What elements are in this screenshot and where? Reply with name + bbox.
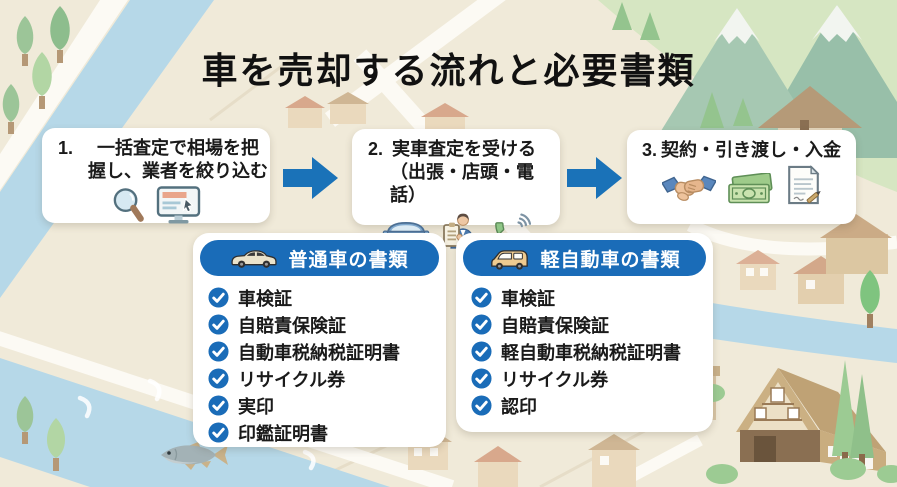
step-card-2: 2. 実車査定を受ける （出張・店頭・電話）: [352, 129, 560, 249]
check-icon: [471, 314, 492, 335]
list-item: 印鑑証明書: [208, 419, 439, 446]
kei-car-documents-card: 軽自動車の書類 車検証 自賠責保険証 軽自動車税納税証明書 リサイクル券 認印: [456, 233, 713, 432]
arrow-right-icon: [283, 157, 338, 199]
check-icon: [208, 314, 229, 335]
check-icon: [471, 368, 492, 389]
check-icon: [208, 368, 229, 389]
step-card-1: 1. 一括査定で相場を把 握し、業者を絞り込む: [42, 128, 270, 224]
tree-icon: [860, 270, 880, 328]
check-icon: [208, 422, 229, 443]
list-item: 認印: [471, 392, 706, 419]
document-item-label: 軽自動車税納税証明書: [501, 342, 681, 363]
step-1-number: 1.: [58, 138, 74, 158]
step-2-line1: 実車査定を受ける: [392, 139, 536, 159]
tree-icon: [32, 52, 52, 109]
regular-car-documents-header: 普通車の書類: [200, 240, 439, 276]
small-house-icon: [285, 96, 325, 128]
small-house-icon: [588, 434, 640, 487]
list-item: 車検証: [471, 284, 706, 311]
thatched-house-icon: [758, 86, 862, 132]
tree-icon: [50, 6, 70, 63]
list-item: 実印: [208, 392, 439, 419]
snow-cap-icon: [714, 8, 760, 44]
document-item-label: リサイクル券: [501, 369, 609, 390]
conifer-tree-icon: [612, 2, 753, 128]
check-icon: [471, 287, 492, 308]
document-item-label: 認印: [501, 396, 537, 417]
small-house-icon: [327, 92, 369, 124]
round-trees: [2, 6, 880, 471]
list-item: 自動車税納税証明書: [208, 338, 439, 365]
step-1-line2: 握し、業者を絞り込む: [88, 161, 268, 181]
step-3-line1: 契約・引き渡し・入金: [661, 140, 841, 160]
step-2-number: 2.: [368, 139, 384, 159]
check-icon: [471, 395, 492, 416]
river-right: [700, 301, 897, 363]
handshake-icon: [662, 175, 716, 201]
check-icon: [208, 287, 229, 308]
document-item-label: 自賠責保険証: [238, 315, 346, 336]
step-2-text: 2. 実車査定を受ける （出張・店頭・電話）: [352, 138, 560, 207]
regular-car-documents-card: 普通車の書類 車検証 自賠責保険証 自動車税納税証明書 リサイクル券 実印 印鑑…: [193, 233, 446, 447]
kei-car-documents-title: 軽自動車の書類: [540, 249, 681, 271]
list-item: リサイクル券: [208, 365, 439, 392]
document-item-label: 自賠責保険証: [501, 315, 609, 336]
small-house-icon: [820, 214, 892, 274]
money-bills-icon: [728, 173, 773, 204]
step-3-text: 3.契約・引き渡し・入金: [627, 139, 856, 162]
regular-car-documents-title: 普通車の書類: [288, 249, 409, 271]
arrow-right-icon: [567, 157, 622, 199]
fish-icon: [161, 442, 228, 470]
magnifier-icon: [113, 188, 144, 222]
small-house-icon: [736, 250, 780, 290]
kei-car-icon: [491, 249, 529, 270]
step-1-line1: 一括査定で相場を把: [97, 138, 259, 158]
check-icon: [208, 341, 229, 362]
small-house-icon: [474, 446, 522, 487]
step-2-line2: （出張・店頭・電話）: [390, 162, 534, 205]
sedan-car-icon: [231, 249, 278, 268]
river-waves: [77, 378, 316, 471]
document-item-label: リサイクル券: [238, 369, 346, 390]
tree-icon: [16, 16, 34, 66]
document-item-label: 実印: [238, 396, 274, 417]
page-title: 車を売却する流れと必要書類: [201, 50, 696, 91]
list-item: 自賠責保険証: [471, 311, 706, 338]
tree-icon: [2, 84, 20, 134]
regular-car-documents-list: 車検証 自賠責保険証 自動車税納税証明書 リサイクル券 実印 印鑑証明書: [200, 284, 439, 446]
check-icon: [208, 395, 229, 416]
kei-car-documents-header: 軽自動車の書類: [463, 240, 706, 276]
step-card-3: 3.契約・引き渡し・入金: [627, 130, 856, 224]
list-item: 軽自動車税納税証明書: [471, 338, 706, 365]
computer-monitor-icon: [156, 186, 201, 224]
step-3-number: 3.: [641, 140, 657, 160]
list-item: リサイクル券: [471, 365, 706, 392]
snow-cap-icon: [812, 5, 862, 42]
step-1-icons: [111, 186, 201, 224]
list-item: 自賠責保険証: [208, 311, 439, 338]
list-item: 車検証: [208, 284, 439, 311]
document-item-label: 車検証: [238, 288, 292, 309]
document-item-label: 自動車税納税証明書: [238, 342, 400, 363]
document-item-label: 車検証: [501, 288, 555, 309]
kei-car-documents-list: 車検証 自賠責保険証 軽自動車税納税証明書 リサイクル券 認印: [463, 284, 706, 419]
check-icon: [471, 341, 492, 362]
step-1-text: 1. 一括査定で相場を把 握し、業者を絞り込む: [42, 137, 270, 183]
contract-pen-icon: [788, 165, 821, 205]
step-3-icons: [662, 165, 821, 205]
tree-icon: [46, 418, 66, 471]
tree-icon: [16, 396, 34, 444]
document-item-label: 印鑑証明書: [238, 423, 328, 444]
